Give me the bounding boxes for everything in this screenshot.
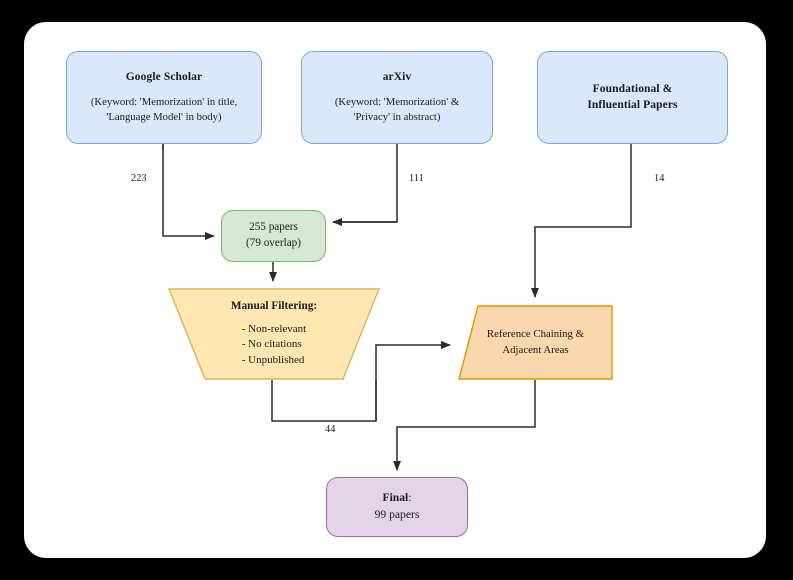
reference-chaining-shape [458, 305, 613, 380]
node-merged-papers-line2: (79 overlap) [246, 237, 301, 249]
node-google-scholar[interactable]: Google Scholar (Keyword: 'Memorization' … [66, 51, 262, 144]
node-final-label-bold: Final [382, 491, 409, 505]
manual-filtering-bullet-3: - Unpublished [241, 353, 305, 366]
manual-filtering-bullet-2: - No citations [241, 338, 302, 351]
node-manual-filtering[interactable]: Manual Filtering: - Non-relevant - No ci… [168, 288, 380, 380]
edge-label-arxiv-to-papers: 111 [409, 173, 424, 184]
manual-filtering-bullet-1: - Non-relevant [241, 322, 307, 335]
edge-google-to-papers [162, 144, 215, 240]
manual-filtering-title: Manual Filtering: [230, 299, 318, 312]
node-merged-papers[interactable]: 255 papers (79 overlap) [221, 210, 326, 262]
node-foundational-line1: Foundational & [592, 82, 673, 95]
node-arxiv[interactable]: arXiv (Keyword: 'Memorization' & 'Privac… [301, 51, 493, 144]
node-google-scholar-sub-line2: 'Language Model' in body) [106, 110, 222, 123]
edge-label-filtering-to-final: 44 [325, 424, 336, 435]
reference-chaining-line2: Adjacent Areas [502, 343, 569, 356]
edge-label-foundational-to-reference: 14 [654, 173, 665, 184]
node-final-label: Final: [382, 490, 411, 507]
node-foundational-papers[interactable]: Foundational & Influential Papers [537, 51, 728, 144]
reference-chaining-content: Reference Chaining & Adjacent Areas [458, 305, 613, 380]
node-google-scholar-title: Google Scholar [125, 71, 203, 84]
node-arxiv-title: arXiv [382, 71, 412, 84]
manual-filtering-content: Manual Filtering: - Non-relevant - No ci… [168, 288, 380, 380]
node-google-scholar-sub-line1: (Keyword: 'Memorization' in title, [90, 95, 238, 108]
edge-label-google-to-papers: 223 [131, 173, 147, 184]
node-final-label-colon: : [408, 491, 412, 505]
node-merged-papers-line1: 255 papers [249, 221, 298, 234]
reference-chaining-line1: Reference Chaining & [486, 327, 585, 340]
node-arxiv-sub-line2: 'Privacy' in abstract) [353, 110, 441, 123]
node-google-scholar-subtitle: (Keyword: 'Memorization' in title, 'Lang… [91, 95, 237, 125]
manual-filtering-bullets: - Non-relevant - No citations - Unpublis… [242, 322, 306, 369]
manual-filtering-shape [168, 288, 380, 380]
node-arxiv-subtitle: (Keyword: 'Memorization' & 'Privacy' in … [335, 95, 459, 125]
edge-reference-to-final [393, 380, 536, 471]
node-arxiv-sub-line1: (Keyword: 'Memorization' & [334, 95, 460, 108]
edge-foundational-to-reference [531, 144, 632, 298]
node-final[interactable]: Final: 99 papers [326, 477, 468, 537]
node-reference-chaining[interactable]: Reference Chaining & Adjacent Areas [458, 305, 613, 380]
node-foundational-line2: Influential Papers [587, 98, 678, 111]
node-final-count: 99 papers [374, 508, 420, 521]
edge-arxiv-to-papers [333, 144, 398, 223]
